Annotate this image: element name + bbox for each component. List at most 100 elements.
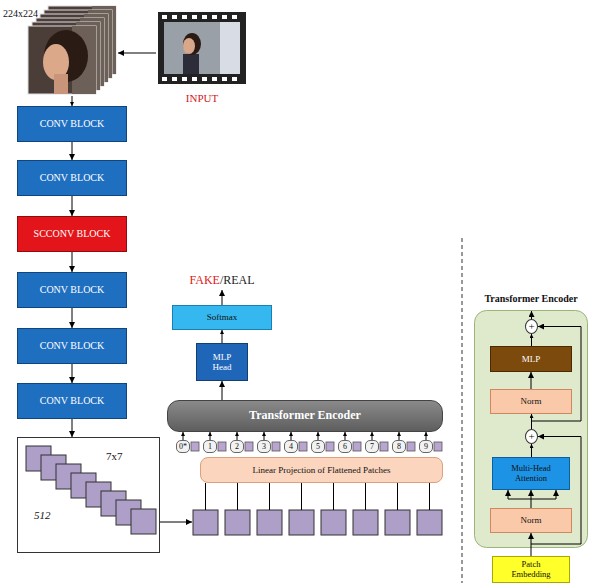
input-video: INPUT [156,10,248,106]
film-sprockets [162,15,242,19]
feature-map-text: 512 [34,509,159,522]
flow-arrow [237,432,238,440]
token-embedding [272,442,280,451]
patch [385,510,410,535]
conv-block: CONV BLOCK [17,328,127,364]
film-strip [158,12,246,84]
mlp-box: MLP [490,346,572,372]
mlp-head-box: MLP Head [196,343,248,381]
flow-arrow [531,444,532,457]
patch-embedding-box: Patch Embedding [492,556,570,583]
flow-arrow [291,432,292,440]
position-token: 6 [338,440,352,453]
token-embedding [407,442,415,451]
token-embedding [191,442,199,451]
position-token: 0* [176,440,190,453]
position-token: 7 [365,440,379,453]
flow-arrow [222,381,223,400]
norm-box: Norm [490,508,572,533]
separator-line [462,238,463,583]
class-label: /REAL [220,273,255,287]
flow-arrow [72,142,73,160]
attention-box-text: Multi-Head Attention [496,464,566,484]
position-token: 2 [230,440,244,453]
flow-arrow [210,432,211,440]
scconv-block: SCCONV BLOCK [17,216,127,252]
film-person-hair [183,33,201,55]
softmax-box: Softmax [172,305,272,330]
flow-arrow [531,372,532,389]
flow-arrow [118,53,156,54]
conv-block-text: CONV BLOCK [40,340,105,352]
film-scene [164,22,240,74]
patch [225,510,250,535]
mlp-head-box-text: MLP Head [206,352,238,373]
conv-block: CONV BLOCK [17,272,127,308]
attention-input-arrow [556,490,557,499]
attention-box: Multi-Head Attention [492,457,570,490]
conv-block: CONV BLOCK [17,160,127,196]
conv-block-text: CONV BLOCK [40,284,105,296]
patch [289,510,314,535]
position-token: 4 [284,440,298,453]
token-embedding [245,442,253,451]
sum-node: + [525,429,538,444]
encoder-detail-panel: Transformer Encoder + MLP Norm + Multi-Head A… [474,287,588,548]
patch [321,510,346,535]
flow-arrow [72,419,73,437]
transformer-encoder-box-text: Transformer Encoder [249,409,361,423]
position-token-text: 6 [343,442,347,451]
sum-node: + [525,319,538,334]
conv-block: CONV BLOCK [17,383,127,419]
token-embedding [380,442,388,451]
conv-block: CONV BLOCK [17,106,127,142]
encoder-detail-panel-text: Transformer Encoder [474,293,588,305]
position-token-text: 4 [289,442,293,451]
position-token-text: 5 [316,442,320,451]
sum-node-text: + [528,320,534,333]
position-token: 1 [203,440,217,453]
flow-arrow [72,96,73,106]
position-token-text: 0* [179,442,187,451]
encoder-panel-background [475,311,588,548]
conv-block-text: CONV BLOCK [40,118,105,130]
flow-arrow [222,330,223,343]
attention-input-split [508,499,556,500]
sum-node-text: + [528,430,534,443]
patch [417,510,442,535]
mlp-box-text: MLP [522,354,541,364]
token-embedding [299,442,307,451]
film-person-face [183,38,195,54]
input-frames: 224x224 [2,6,118,96]
output-arrow [222,290,223,305]
patch [353,510,378,535]
flow-arrow [72,252,73,272]
position-token: 3 [257,440,271,453]
token-embedding [326,442,334,451]
position-token: 8 [392,440,406,453]
position-token: 9 [419,440,433,453]
flow-arrow [183,432,184,440]
film-sprockets [162,77,242,81]
norm-box-text: Norm [521,515,542,525]
position-token-text: 3 [262,442,266,451]
video-frame [28,26,96,94]
position-token-text: 2 [235,442,239,451]
patch [193,510,218,535]
token-embedding [218,442,226,451]
position-token-text: 1 [208,442,212,451]
softmax-box-text: Softmax [207,312,238,322]
attention-input-arrow [508,490,509,499]
flow-arrow [345,432,346,440]
input-frames-text: 224x224 [3,8,118,20]
flow-arrow [72,308,73,328]
feature-map-text: 7x7 [106,450,159,463]
transformer-encoder-box: Transformer Encoder [167,400,443,432]
input-video-text: INPUT [156,92,248,105]
scconv-block-text: SCCONV BLOCK [34,228,111,240]
feature-map: 7x7 512 [17,437,160,553]
conv-block-text: CONV BLOCK [40,395,105,407]
token-embedding [434,442,442,451]
film-person-body [183,54,199,74]
